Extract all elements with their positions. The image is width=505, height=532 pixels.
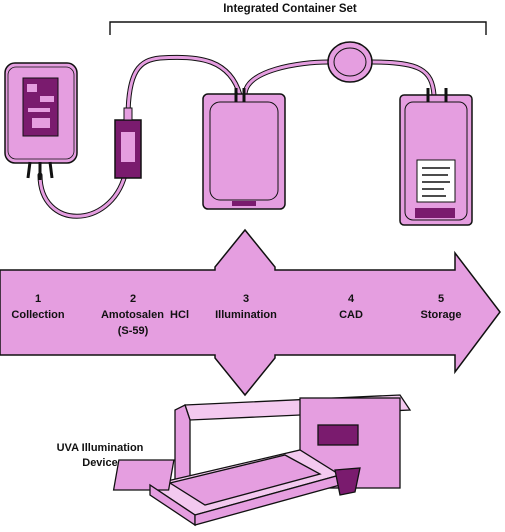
step-3-label: Illumination bbox=[215, 309, 277, 321]
step-1-number: 1 bbox=[35, 293, 41, 305]
container-set-title: Integrated Container Set bbox=[223, 3, 357, 15]
device-label-line2: Device bbox=[82, 457, 117, 469]
step-4-number: 4 bbox=[348, 293, 355, 305]
step-5-label: Storage bbox=[421, 309, 462, 321]
step-2-number: 2 bbox=[130, 293, 136, 305]
step-4-label: CAD bbox=[339, 309, 363, 321]
uva-illumination-device bbox=[112, 394, 412, 527]
process-arrow bbox=[0, 228, 501, 397]
device-label-line1: UVA Illumination bbox=[57, 442, 144, 454]
container-set-bracket bbox=[109, 21, 487, 35]
step-5-number: 5 bbox=[438, 293, 444, 305]
step-1-label: Collection bbox=[11, 309, 64, 321]
step-3-number: 3 bbox=[243, 293, 249, 305]
storage-container bbox=[399, 88, 473, 226]
cad-disc bbox=[327, 41, 373, 83]
illumination-container bbox=[202, 88, 286, 210]
amotosalen-cartridge bbox=[114, 107, 142, 179]
collection-bag bbox=[4, 62, 78, 180]
step-2-label: Amotosalen HCl bbox=[101, 309, 189, 321]
step-2-sublabel: (S-59) bbox=[118, 325, 149, 337]
